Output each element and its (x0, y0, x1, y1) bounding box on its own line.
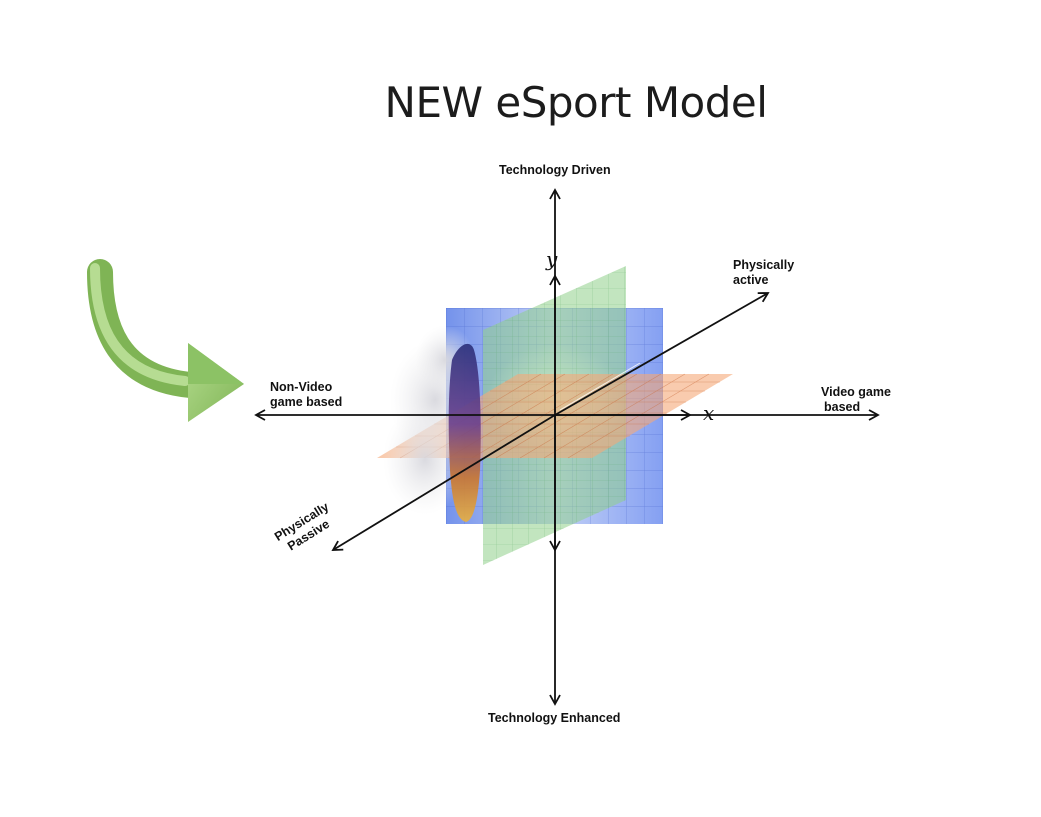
axes (254, 188, 880, 706)
axis-label-right-line1: Video game (821, 385, 891, 399)
curved-arrow-icon (87, 259, 244, 422)
x-axis-symbol: x (703, 401, 715, 425)
smoke-cloud-icon (383, 325, 481, 522)
axis-label-right: Video game based (821, 385, 891, 415)
y-axis-symbol: y (546, 247, 558, 271)
axis-label-left: Non-Video game based (270, 380, 342, 410)
axis-label-back: Physically active (733, 258, 794, 288)
axis-label-back-line2: active (733, 273, 769, 287)
axis-label-right-line2: based (824, 400, 861, 414)
axis-label-bottom: Technology Enhanced (488, 711, 621, 725)
diagram-title: NEW eSport Model (384, 78, 768, 127)
axis-label-top: Technology Driven (499, 163, 611, 177)
axis-label-left-line1: Non-Video (270, 380, 333, 394)
axis-label-left-line2: game based (270, 395, 343, 409)
axis-label-back-line1: Physically (733, 258, 795, 272)
